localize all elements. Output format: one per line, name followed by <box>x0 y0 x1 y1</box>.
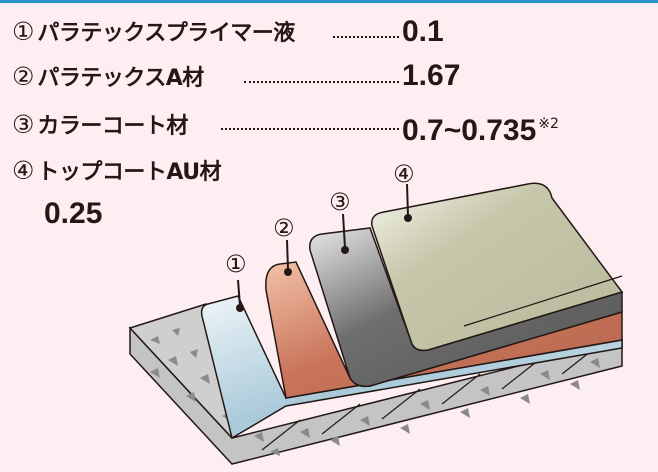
callout-3: ③ <box>329 188 351 216</box>
leader-dots-2 <box>244 81 399 83</box>
leader-dots-1 <box>333 36 399 38</box>
circled-number-4: ④ <box>12 156 35 185</box>
material-name-2: パラテックスA材 <box>37 66 204 91</box>
callout-dots <box>236 214 412 312</box>
material-value-1: 0.1 <box>402 15 444 48</box>
circled-number-1: ① <box>12 17 35 46</box>
material-value-2: 1.67 <box>402 59 461 92</box>
material-value-4: 0.25 <box>44 197 103 230</box>
circled-number-2: ② <box>12 62 35 91</box>
callout-2: ② <box>273 214 295 242</box>
leader-dots-3 <box>221 128 399 130</box>
top-coat-layer <box>371 182 624 352</box>
concrete-hatching <box>261 343 601 451</box>
material-value-3: 0.7~0.735※2 <box>402 108 559 147</box>
material-value-3-text: 0.7~0.735 <box>402 114 537 147</box>
top-accent-line <box>0 0 658 3</box>
callout-1: ① <box>225 250 247 278</box>
footnote-mark: ※2 <box>538 116 559 132</box>
circled-number-3: ③ <box>12 110 35 139</box>
callout-4: ④ <box>393 160 415 188</box>
primer-layer <box>200 295 623 440</box>
material-name-1: パラテックスプライマー液 <box>37 21 295 46</box>
top-coat-edge <box>463 275 623 327</box>
callout-leaders <box>237 183 409 307</box>
material-name-3: カラーコート材 <box>37 114 188 139</box>
material-name-4: トップコートAU材 <box>37 160 222 185</box>
